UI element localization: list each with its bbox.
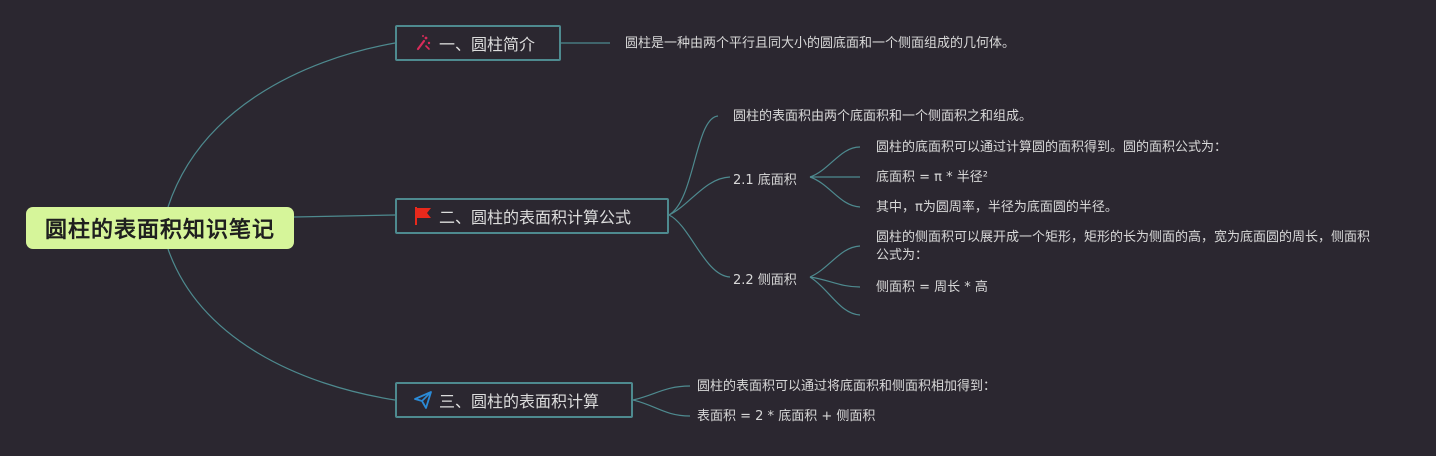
link-topic2-intro [668, 115, 719, 216]
link-root-topic1 [167, 42, 396, 208]
link-sub1-leaf1 [809, 146, 861, 178]
link-topic2-sub2 [668, 214, 731, 278]
link-sub2-leaf3 [809, 276, 861, 316]
leaf-node[interactable]: 圆柱是一种由两个平行且同大小的圆底面和一个侧面组成的几何体。 [625, 36, 1016, 51]
link-root-topic2 [293, 214, 396, 218]
link-topic3-leaf2 [632, 399, 691, 417]
leaf-node[interactable]: 圆柱的底面积可以通过计算圆的面积得到。圆的面积公式为： [876, 140, 1228, 155]
root-node[interactable]: 圆柱的表面积知识笔记 [26, 207, 294, 249]
leaf-node[interactable]: 圆柱的表面积由两个底面积和一个侧面积之和组成。 [733, 109, 1033, 124]
topic-label: 一、圆柱简介 [439, 35, 536, 54]
topic-node-formula[interactable]: 二、圆柱的表面积计算公式 [395, 198, 669, 234]
topic-label: 二、圆柱的表面积计算公式 [439, 208, 632, 227]
link-sub2-leaf2 [809, 276, 861, 288]
leaf-node[interactable]: 圆柱的侧面积可以展开成一个矩形，矩形的长为侧面的高，宽为底面圆的周长，侧面积公式… [876, 230, 1371, 263]
link-sub2-leaf1 [809, 245, 861, 278]
leaf-node[interactable]: 表面积 = 2 * 底面积 + 侧面积 [697, 409, 876, 424]
sparkle-wand-icon [413, 33, 433, 53]
leaf-node[interactable]: 其中，π为圆周率，半径为底面圆的半径。 [876, 200, 1118, 215]
topic-node-calculation[interactable]: 三、圆柱的表面积计算 [395, 382, 633, 418]
link-sub1-leaf3 [809, 176, 861, 208]
subtopic-node-base-area[interactable]: 2.1 底面积 [733, 173, 797, 188]
leaf-node[interactable]: 底面积 = π * 半径² [876, 170, 988, 185]
topic-node-intro[interactable]: 一、圆柱简介 [395, 25, 561, 61]
topic-label: 三、圆柱的表面积计算 [439, 392, 600, 411]
link-root-topic3 [167, 248, 396, 401]
leaf-node[interactable]: 侧面积 = 周长 * 高 [876, 280, 988, 295]
leaf-node[interactable]: 圆柱的表面积可以通过将底面积和侧面积相加得到： [697, 379, 997, 394]
paper-plane-icon [413, 390, 433, 410]
link-topic3-leaf1 [632, 385, 691, 401]
link-topic2-sub1 [668, 176, 731, 216]
subtopic-node-lateral-area[interactable]: 2.2 侧面积 [733, 273, 797, 288]
red-flag-icon [413, 206, 433, 226]
